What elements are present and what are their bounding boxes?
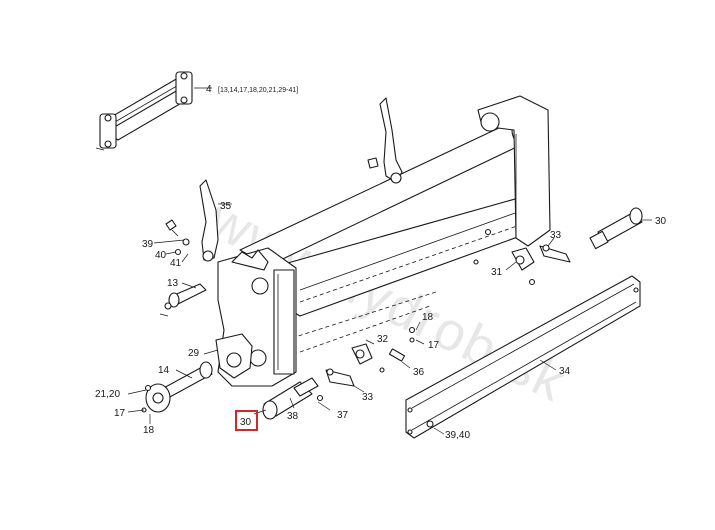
- label-13: 13: [167, 278, 179, 289]
- highlight-box-30: [235, 410, 258, 431]
- label-4-references: [13,14,17,18,20,21,29-41]: [218, 87, 298, 94]
- label-30-highlighted: 30: [240, 417, 252, 428]
- label-40: 40: [155, 250, 167, 261]
- label-39: 39: [142, 239, 154, 250]
- label-21-20: 21,20: [95, 389, 120, 400]
- label-39-40: 39,40: [445, 430, 470, 441]
- label-37: 37: [337, 410, 349, 421]
- label-41: 41: [170, 258, 182, 269]
- label-34: 34: [559, 366, 571, 377]
- cylinder-30-lower: [253, 377, 331, 420]
- label-17-left: 17: [114, 408, 126, 419]
- label-18-left: 18: [143, 425, 155, 436]
- right-latch-parts: [473, 228, 571, 286]
- label-33-right: 33: [550, 230, 562, 241]
- locking-levers: [199, 97, 403, 262]
- label-30-upper: 30: [655, 216, 667, 227]
- label-35: 35: [220, 201, 232, 212]
- label-31: 31: [491, 267, 503, 278]
- label-38: 38: [287, 411, 299, 422]
- label-36: 36: [413, 367, 425, 378]
- label-18-right: 18: [422, 312, 434, 323]
- pin-14-assembly: [127, 349, 219, 424]
- cylinder-30-upper: [589, 207, 652, 250]
- label-29: 29: [188, 348, 200, 359]
- left-small-hardware: [153, 219, 190, 263]
- label-14: 14: [158, 365, 170, 376]
- center-latch-parts: [325, 321, 425, 393]
- label-32: 32: [377, 334, 389, 345]
- label-17-right: 17: [428, 340, 440, 351]
- pin-13: [159, 282, 207, 317]
- label-4: 4: [206, 84, 212, 95]
- main-frame: [215, 95, 551, 387]
- label-33-center: 33: [362, 392, 374, 403]
- inset-cylinder-assembly: [95, 71, 212, 151]
- cover-plate-34: [405, 275, 641, 439]
